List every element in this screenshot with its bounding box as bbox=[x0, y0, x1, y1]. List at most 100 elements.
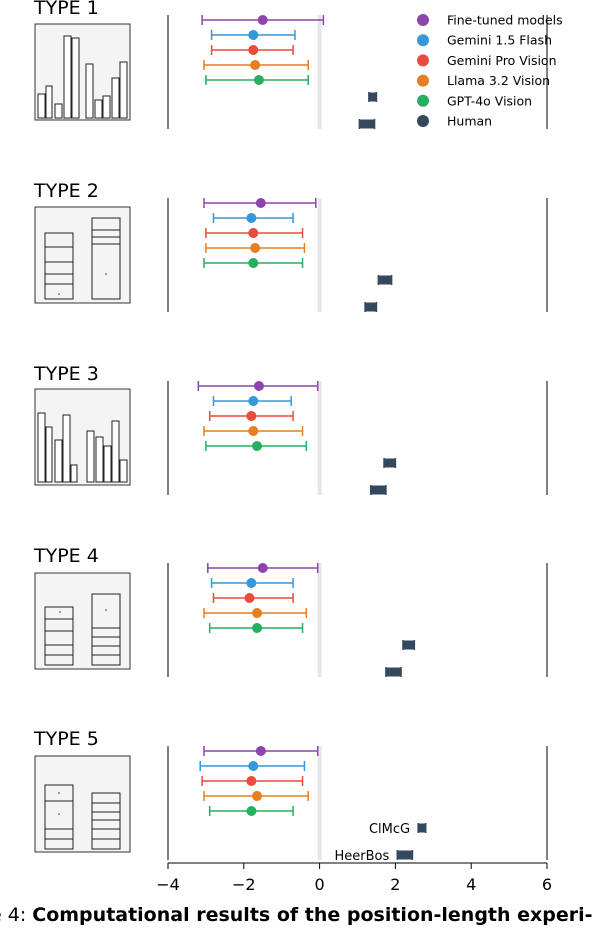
legend-label: Gemini Pro Vision bbox=[447, 53, 557, 68]
errorbar-llama-3-2-vision bbox=[203, 60, 309, 70]
legend-label: GPT-4o Vision bbox=[447, 93, 532, 108]
mean-marker bbox=[257, 563, 268, 573]
legend-entry-gemini-pro-vision: Gemini Pro Vision bbox=[417, 53, 557, 68]
panel-title: TYPE 1 bbox=[33, 0, 99, 19]
panel-title: TYPE 2 bbox=[33, 180, 99, 202]
figure-caption: e 4: Computational results of the positi… bbox=[0, 904, 608, 926]
zero-line bbox=[317, 198, 322, 312]
mean-marker bbox=[397, 850, 413, 860]
mean-marker bbox=[255, 746, 266, 756]
errorbar-gpt-4o-vision bbox=[208, 623, 304, 633]
errorbar-fine-tuned-models bbox=[201, 15, 325, 25]
mean-marker bbox=[248, 258, 259, 268]
errorbar-human bbox=[385, 667, 402, 677]
panel-title: TYPE 4 bbox=[33, 545, 99, 567]
legend-marker bbox=[417, 34, 429, 47]
legend-entry-human: Human bbox=[417, 114, 492, 129]
legend-marker bbox=[417, 94, 429, 107]
type-5-stimulus bbox=[34, 755, 131, 853]
caption-bold-text: Computational results of the position-le… bbox=[32, 904, 593, 926]
legend-marker bbox=[417, 54, 429, 67]
errorbar-gemini-1-5-flash bbox=[212, 213, 294, 223]
errorbar-gemini-pro-vision bbox=[201, 776, 304, 786]
errorbar-llama-3-2-vision bbox=[203, 426, 304, 436]
errorbar-gemini-pro-vision bbox=[205, 228, 304, 238]
row-label: HeerBos bbox=[335, 849, 390, 864]
mean-marker bbox=[244, 593, 255, 603]
errorbar-gemini-1-5-flash bbox=[212, 396, 292, 406]
panel-1: TYPE 1 bbox=[33, 0, 548, 129]
errorbar-llama-3-2-vision bbox=[203, 608, 308, 618]
errorbar-llama-3-2-vision bbox=[205, 243, 306, 253]
type-3-stimulus bbox=[34, 388, 131, 486]
legend-entry-gpt-4o-vision: GPT-4o Vision bbox=[417, 93, 532, 108]
mean-marker bbox=[252, 791, 263, 801]
errorbar-human bbox=[368, 92, 378, 102]
mean-marker bbox=[246, 411, 257, 421]
errorbar-gpt-4o-vision bbox=[205, 75, 309, 85]
mean-marker bbox=[370, 485, 386, 495]
mean-marker bbox=[253, 381, 264, 391]
errorbar-fine-tuned-models bbox=[207, 563, 319, 573]
errorbar-gemini-pro-vision bbox=[210, 45, 294, 55]
legend-entry-llama-3-2-vision: Llama 3.2 Vision bbox=[417, 73, 550, 88]
panel-2: TYPE 2 bbox=[33, 180, 548, 312]
mean-marker bbox=[246, 776, 257, 786]
legend-entry-fine-tuned-models: Fine-tuned models bbox=[417, 13, 563, 28]
errorbar-gemini-1-5-flash bbox=[199, 761, 306, 771]
mean-marker bbox=[248, 228, 259, 238]
mean-marker bbox=[246, 213, 257, 223]
zero-line bbox=[317, 563, 322, 677]
type-2-stimulus bbox=[34, 206, 131, 304]
x-tick-label: 2 bbox=[390, 875, 400, 894]
mean-marker bbox=[246, 578, 257, 588]
legend-marker bbox=[417, 115, 429, 127]
stimulus-thumbnails bbox=[34, 23, 131, 853]
mean-marker bbox=[255, 198, 266, 208]
panel-title: TYPE 3 bbox=[33, 363, 99, 385]
errorbar-human bbox=[358, 119, 376, 129]
legend-marker bbox=[417, 74, 429, 87]
panel-5: TYPE 5 ClMcG HeerBos bbox=[33, 728, 548, 864]
mean-marker bbox=[253, 75, 264, 85]
mean-marker bbox=[246, 806, 257, 816]
errorbar-gemini-1-5-flash bbox=[210, 30, 296, 40]
errorbar-llama-3-2-vision bbox=[203, 791, 309, 801]
zero-line bbox=[317, 15, 322, 129]
panels: TYPE 1 TYPE 2 TYPE 3 TYPE 4 TYPE 5 ClMcG HeerB… bbox=[33, 0, 548, 864]
errorbar-gpt-4o-vision bbox=[205, 441, 308, 451]
panel-4: TYPE 4 bbox=[33, 545, 548, 677]
type-1-stimulus bbox=[34, 23, 131, 121]
errorbar-gemini-pro-vision bbox=[212, 593, 294, 603]
mean-marker bbox=[252, 623, 263, 633]
panel-title: TYPE 5 bbox=[33, 728, 99, 750]
mean-marker bbox=[384, 458, 396, 468]
errorbar-gpt-4o-vision bbox=[203, 258, 304, 268]
errorbar-fine-tuned-models bbox=[203, 746, 319, 756]
x-tick-label: 4 bbox=[466, 875, 476, 894]
legend-marker bbox=[417, 14, 429, 26]
mean-marker bbox=[248, 45, 259, 55]
errorbar-human bbox=[383, 458, 397, 468]
mean-marker bbox=[250, 60, 261, 70]
errorbar-human bbox=[377, 275, 393, 285]
mean-marker bbox=[365, 302, 377, 312]
mean-marker bbox=[252, 608, 263, 618]
mean-marker bbox=[252, 441, 263, 451]
errorbar-gemini-1-5-flash bbox=[210, 578, 294, 588]
x-tick-label: 0 bbox=[315, 875, 325, 894]
legend-label: Fine-tuned models bbox=[447, 13, 563, 28]
legend-label: Human bbox=[447, 114, 492, 129]
errorbar-gpt-4o-vision bbox=[208, 806, 294, 816]
x-tick-label: 6 bbox=[542, 875, 552, 894]
mean-marker bbox=[402, 640, 415, 650]
mean-marker bbox=[368, 92, 377, 102]
mean-marker bbox=[385, 667, 402, 677]
errorbar-human: ClMcG bbox=[369, 822, 427, 837]
errorbar-fine-tuned-models bbox=[203, 198, 317, 208]
type-4-stimulus bbox=[34, 572, 131, 670]
panel-3: TYPE 3 bbox=[33, 363, 548, 495]
errorbar-human: HeerBos bbox=[335, 849, 414, 864]
mean-marker bbox=[248, 30, 259, 40]
